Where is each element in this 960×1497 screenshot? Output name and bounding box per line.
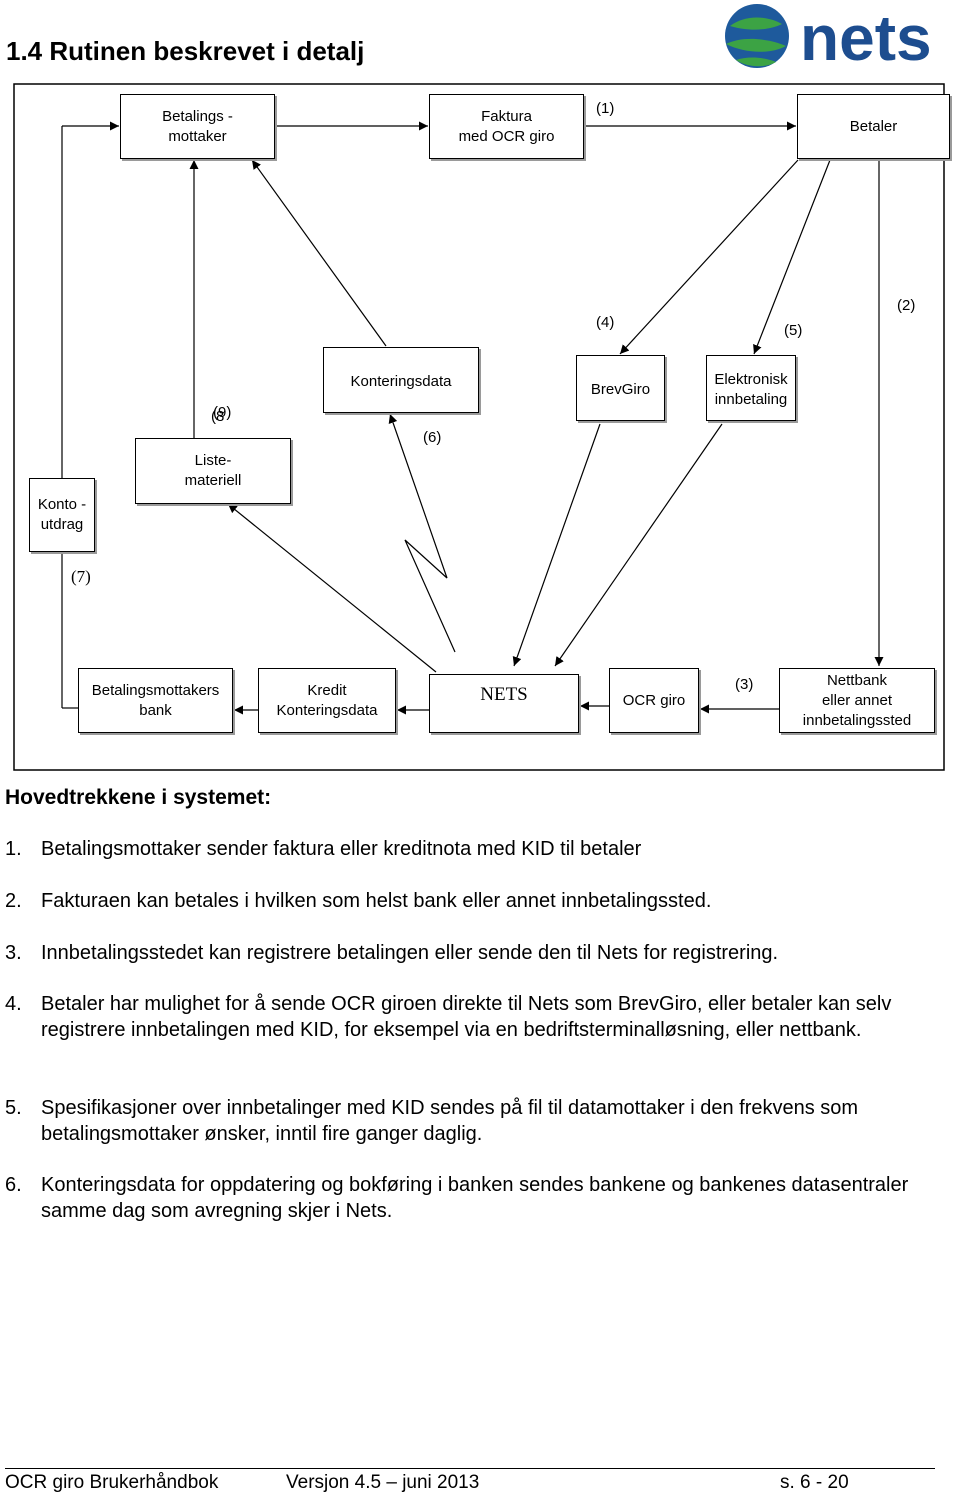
label-step-5: (5) [784,322,803,339]
label-step-9: (9) [213,404,232,421]
step-text: Innbetalingsstedet kan registrere betali… [41,942,779,964]
node-brevgiro: BrevGiro [576,355,665,421]
summary-heading: Hovedtrekkene i systemet: [5,786,272,809]
footer-page-number: s. 6 - 20 [780,1472,849,1493]
summary-step: 1. Betalingsmottaker sender faktura elle… [5,836,935,862]
step-number: 3. [5,942,22,964]
node-kontoutdrag: Konto - utdrag [29,478,95,552]
step-text: Betaler har mulighet for å sende OCR gir… [41,993,892,1041]
step-number: 4. [5,993,22,1015]
flow-diagram [13,83,945,771]
node-betaler: Betaler [797,94,950,159]
footer-version: Versjon 4.5 – juni 2013 [286,1472,480,1493]
step-text: Spesifikasjoner over innbetalinger med K… [41,1097,859,1145]
footer-divider [5,1468,935,1469]
diagram-frame [13,83,945,771]
node-betalingsmottakers-bank: Betalingsmottakers bank [78,668,233,733]
nets-logo: nets [725,2,932,74]
step-text: Betalingsmottaker sender faktura eller k… [41,838,642,860]
logo-wordmark: nets [800,2,932,74]
node-betalingsmottaker: Betalings - mottaker [120,94,275,159]
label-step-3: (3) [735,676,754,693]
label-step-1: (1) [596,100,615,117]
page-title: 1.4 Rutinen beskrevet i detalj [6,36,365,66]
summary-step: 4. Betaler har mulighet for å sende OCR … [5,991,935,1043]
node-nettbank: Nettbank eller annet innbetalingssted [779,668,935,733]
node-kredit-konteringsdata: Kredit Konteringsdata [258,668,396,733]
label-step-7: (7) [71,567,91,586]
footer-document-title: OCR giro Brukerhåndbok [5,1472,219,1493]
step-text: Fakturaen kan betales i hvilken som hels… [41,890,712,912]
summary-step: 5. Spesifikasjoner over innbetalinger me… [5,1095,935,1147]
node-ocr-giro: OCR giro [609,668,699,733]
summary-step: 6. Konteringsdata for oppdatering og bok… [5,1172,935,1224]
label-step-6: (6) [423,429,442,446]
label-step-4: (4) [596,314,615,331]
label-step-8: (8 [211,408,225,425]
node-listemateriell: Liste- materiell [135,438,291,504]
step-number: 5. [5,1097,22,1119]
node-elektronisk-innbetaling: Elektronisk innbetaling [706,355,796,421]
step-text: Konteringsdata for oppdatering og bokfør… [41,1174,909,1222]
label-step-2: (2) [897,297,916,314]
step-number: 6. [5,1174,22,1196]
step-number: 2. [5,890,22,912]
step-number: 1. [5,838,22,860]
node-konteringsdata: Konteringsdata [323,347,479,413]
node-faktura: Faktura med OCR giro [429,94,584,159]
summary-step: 2. Fakturaen kan betales i hvilken som h… [5,888,935,914]
node-nets: NETS [429,674,579,733]
summary-step: 3. Innbetalingsstedet kan registrere bet… [5,940,935,966]
